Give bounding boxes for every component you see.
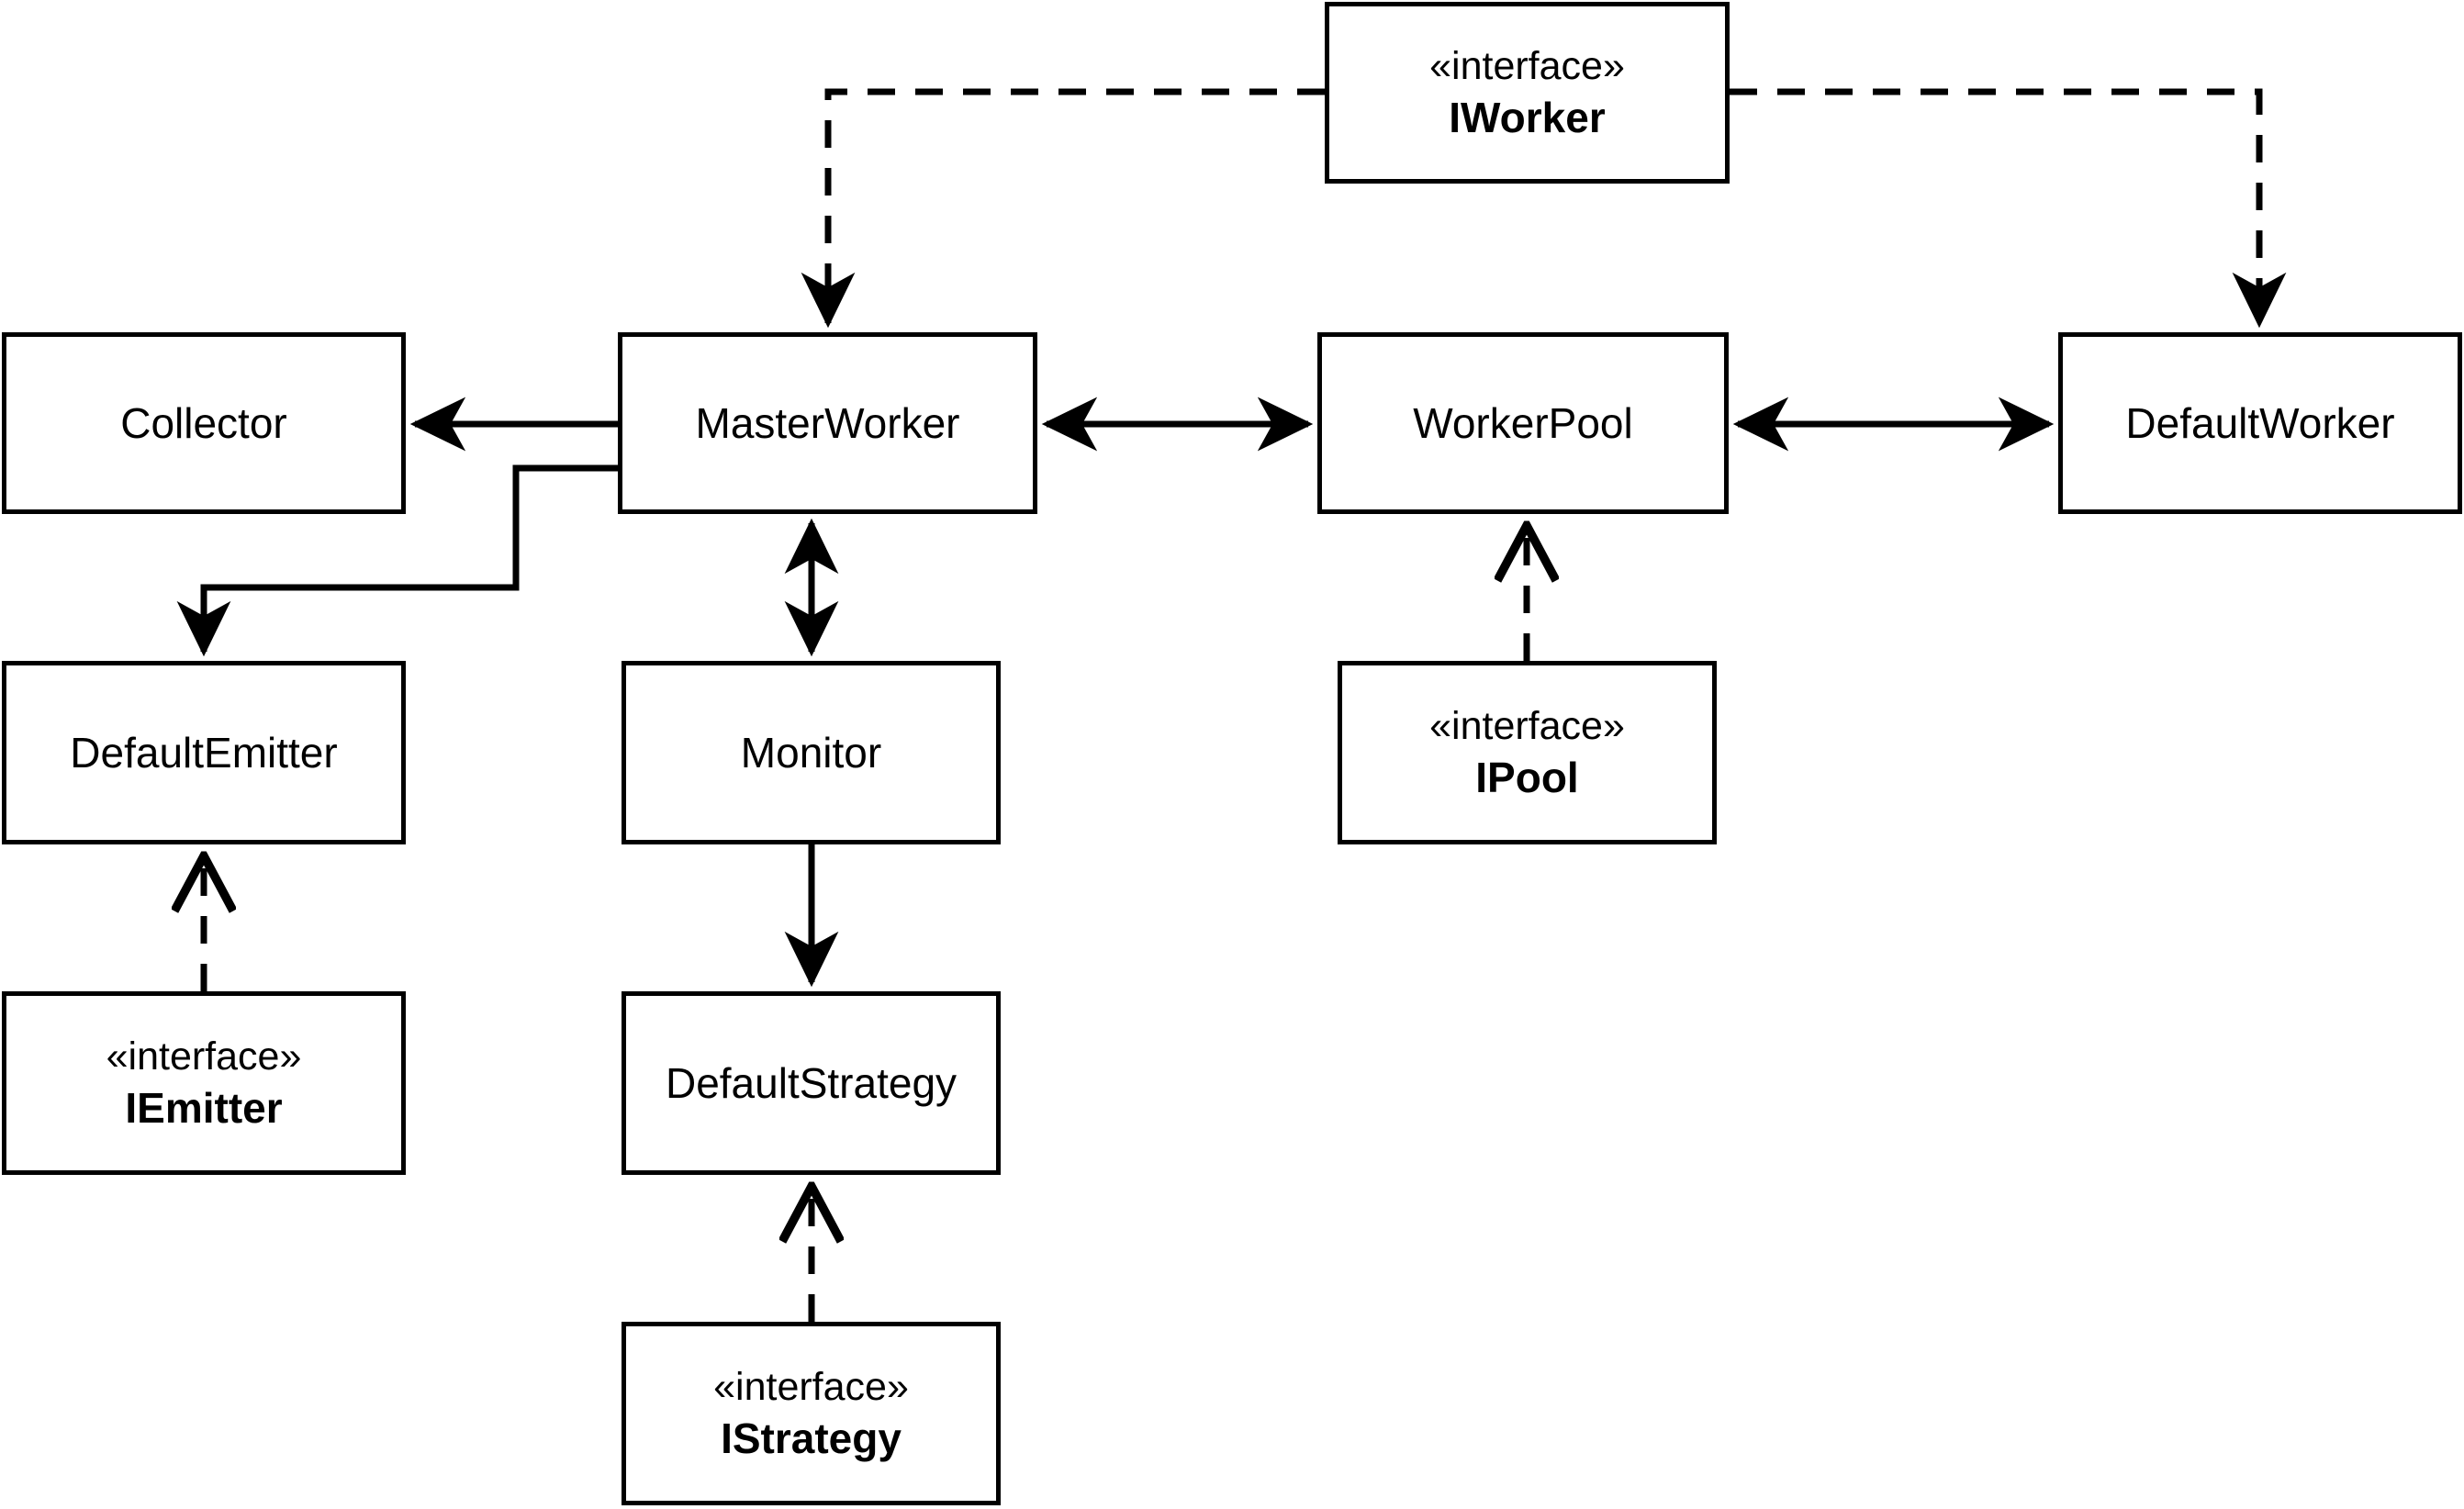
node-iworker-stereotype: «interface» — [1429, 43, 1625, 88]
node-workerpool-name: WorkerPool — [1413, 398, 1633, 447]
node-istrategy-stereotype: «interface» — [713, 1364, 909, 1409]
node-iworker[interactable]: «interface» IWorker — [1325, 2, 1730, 184]
node-defaultworker-name: DefaultWorker — [2125, 398, 2395, 447]
node-masterworker[interactable]: MasterWorker — [618, 332, 1037, 514]
node-ipool-name: IPool — [1475, 754, 1579, 802]
node-defaultemitter-name: DefaultEmitter — [70, 728, 338, 777]
node-defaultstrategy-name: DefaultStrategy — [665, 1058, 958, 1107]
node-ipool-stereotype: «interface» — [1429, 703, 1625, 748]
node-iemitter[interactable]: «interface» IEmitter — [2, 991, 406, 1175]
edge-iworker-to-defaultworker — [1730, 88, 2287, 329]
edge-iworker-to-masterworker — [801, 88, 1325, 329]
node-istrategy-name: IStrategy — [721, 1414, 902, 1463]
node-iemitter-name: IEmitter — [125, 1084, 283, 1133]
node-masterworker-name: MasterWorker — [695, 398, 960, 447]
node-defaultemitter[interactable]: DefaultEmitter — [2, 661, 406, 844]
node-defaultworker[interactable]: DefaultWorker — [2058, 332, 2462, 514]
node-ipool[interactable]: «interface» IPool — [1338, 661, 1717, 844]
node-collector-name: Collector — [120, 398, 287, 447]
node-workerpool[interactable]: WorkerPool — [1317, 332, 1729, 514]
node-defaultstrategy[interactable]: DefaultStrategy — [622, 991, 1001, 1175]
node-collector[interactable]: Collector — [2, 332, 406, 514]
node-iworker-name: IWorker — [1449, 94, 1606, 142]
node-monitor[interactable]: Monitor — [622, 661, 1001, 844]
node-iemitter-stereotype: «interface» — [106, 1034, 302, 1079]
node-monitor-name: Monitor — [740, 728, 882, 777]
node-istrategy[interactable]: «interface» IStrategy — [622, 1322, 1001, 1505]
